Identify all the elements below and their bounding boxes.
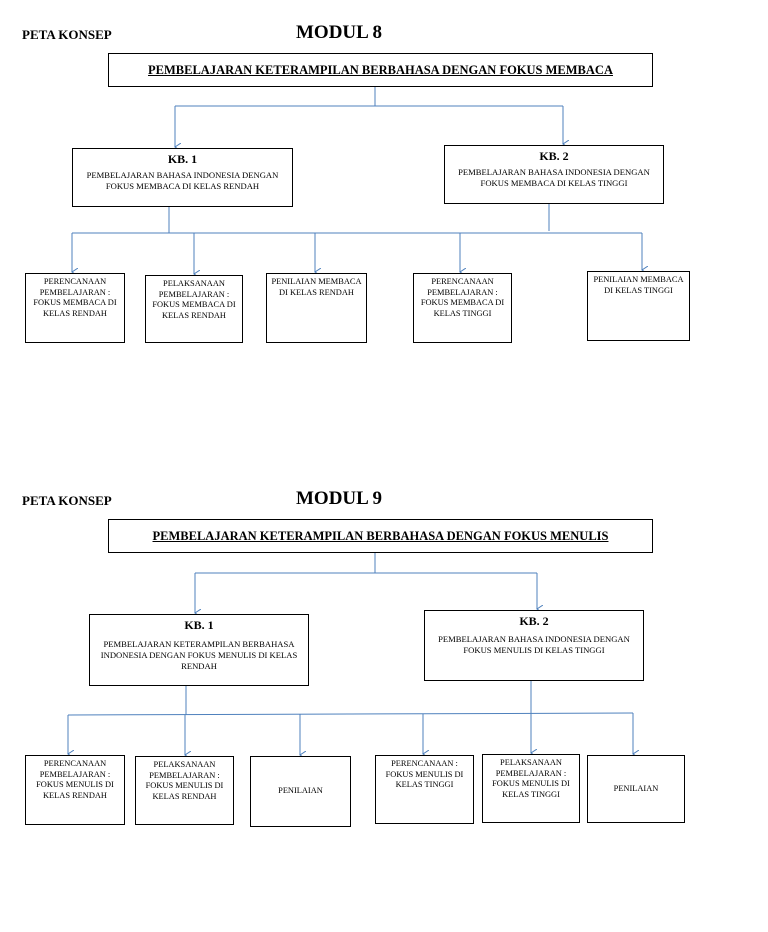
leaf-3-text: PENILAIAN — [278, 786, 323, 796]
module-9-kb1-box: KB. 1 PEMBELAJARAN KETERAMPILAN BERBAHAS… — [89, 614, 309, 686]
peta-konsep-label-9: PETA KONSEP — [22, 493, 112, 508]
kb2-description: PEMBELAJARAN BAHASA INDONESIA DENGAN FOK… — [438, 634, 630, 655]
kb1-label: KB. 1 — [184, 618, 214, 632]
module-8-title: PEMBELAJARAN KETERAMPILAN BERBAHASA DENG… — [148, 62, 613, 77]
kb2-description: PEMBELAJARAN BAHASA INDONESIA DENGAN FOK… — [458, 167, 650, 188]
kb1-label: KB. 1 — [167, 152, 198, 166]
peta-konsep-label-8: PETA KONSEP — [22, 27, 112, 42]
kb1-description: PEMBELAJARAN KETERAMPILAN BERBAHASA INDO… — [100, 639, 298, 671]
module-8-leaf-3: PENILAIAN MEMBACA DI KELAS RENDAH — [266, 273, 367, 343]
module-8-leaf-2: PELAKSANAAN PEMBELAJARAN : FOKUS MEMBACA… — [145, 275, 243, 343]
module-9-leaf-5: PELAKSANAAN PEMBELAJARAN : FOKUS MENULIS… — [482, 754, 580, 823]
module-8-kb2-box: KB. 2 PEMBELAJARAN BAHASA INDONESIA DENG… — [444, 145, 664, 204]
module-9-leaf-6: PENILAIAN — [587, 755, 685, 823]
module-9-kb2-box: KB. 2 PEMBELAJARAN BAHASA INDONESIA DENG… — [424, 610, 644, 681]
kb1-description: PEMBELAJARAN BAHASA INDONESIA DENGAN FOK… — [86, 170, 279, 191]
leaf-6-text: PENILAIAN — [613, 783, 659, 793]
module-8-kb1-box: KB. 1 PEMBELAJARAN BAHASA INDONESIA DENG… — [72, 148, 293, 207]
module-8-heading: MODUL 8 — [296, 22, 383, 43]
module-9-leaf-4: PERENCANAAN : FOKUS MENULIS DI KELAS TIN… — [375, 755, 474, 824]
module-8-title-box: PEMBELAJARAN KETERAMPILAN BERBAHASA DENG… — [108, 53, 653, 87]
module-8-leaf-4: PERENCANAAN PEMBELAJARAN : FOKUS MEMBACA… — [413, 273, 512, 343]
module-8-leaf-5: PENILAIAN MEMBACA DI KELAS TINGGI — [587, 271, 690, 341]
module-9-heading: MODUL 9 — [296, 488, 383, 509]
kb2-label: KB. 2 — [539, 149, 569, 163]
module-9-title-box: PEMBELAJARAN KETERAMPILAN BERBAHASA DENG… — [108, 519, 653, 553]
module-9-title: PEMBELAJARAN KETERAMPILAN BERBAHASA DENG… — [152, 528, 609, 543]
module-8-leaf-1: PERENCANAAN PEMBELAJARAN : FOKUS MEMBACA… — [25, 273, 125, 343]
module-9-leaf-3: PENILAIAN — [250, 756, 351, 827]
module-9-leaf-2: PELAKSANAAN PEMBELAJARAN : FOKUS MENULIS… — [135, 756, 234, 825]
kb2-label: KB. 2 — [519, 614, 549, 628]
module-9-leaf-1: PERENCANAAN PEMBELAJARAN : FOKUS MENULIS… — [25, 755, 125, 825]
